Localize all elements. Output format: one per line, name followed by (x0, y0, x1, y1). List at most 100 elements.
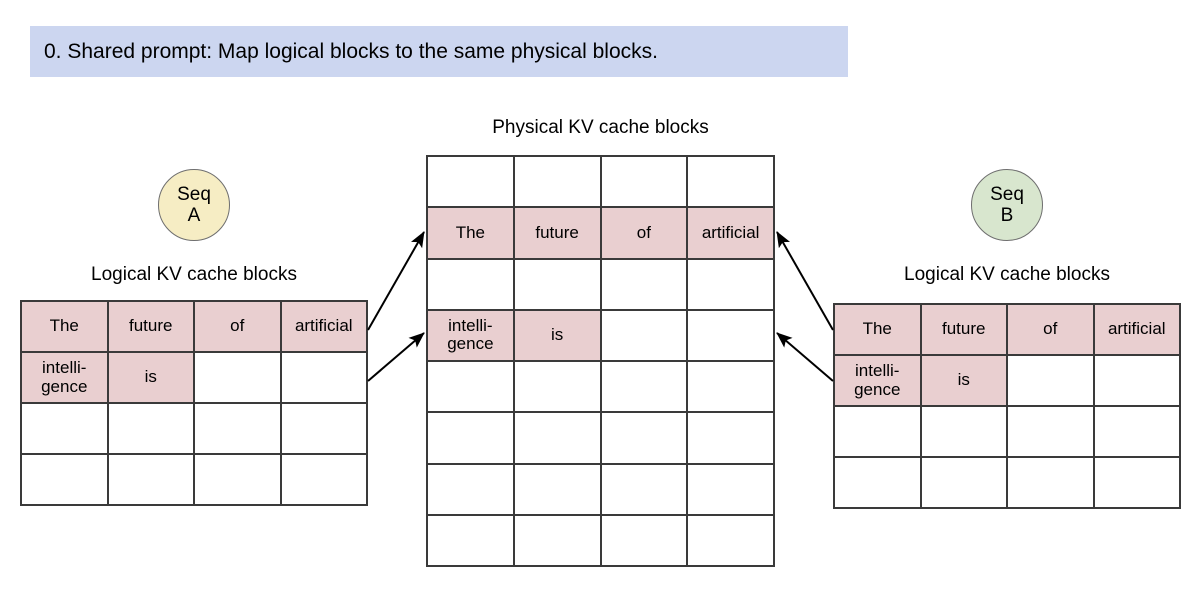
kv-block-cell: intelli- gence (835, 356, 922, 407)
kv-block-cell (22, 455, 109, 506)
kv-block-cell (1008, 407, 1095, 458)
kv-block-cell (601, 515, 689, 567)
kv-block-token: is (550, 325, 564, 345)
kv-block-cell (601, 413, 689, 465)
step-banner-text: 0. Shared prompt: Map logical blocks to … (44, 39, 658, 63)
seq-a-row1-to-physical-row2 (367, 231, 425, 331)
kv-block-cell (1094, 356, 1181, 407)
sequence-badge-a-line2: A (187, 205, 201, 226)
kv-block-cell (428, 259, 515, 311)
sequence-badge-a: Seq A (158, 169, 230, 241)
kv-block-cell (921, 458, 1008, 509)
kv-block-cell (195, 353, 282, 404)
kv-block-token: The (49, 316, 79, 336)
kv-block-token: of (230, 316, 245, 336)
kv-block-cell (688, 259, 775, 311)
kv-block-cell: is (108, 353, 195, 404)
kv-block-cell: is (514, 310, 602, 362)
kv-block-cell (195, 404, 282, 455)
kv-block-cell (281, 404, 368, 455)
kv-block-cell (195, 455, 282, 506)
kv-block-token: is (957, 370, 970, 390)
kv-block-token: future (535, 222, 579, 242)
kv-block-cell: The (22, 302, 109, 353)
kv-block-cell (514, 259, 602, 311)
logical-kv-grid-seq-b: The future of artificial intelli- gence is (833, 303, 1181, 509)
kv-block-token: future (942, 319, 986, 339)
kv-block-cell: of (601, 208, 689, 260)
kv-block-token: The (455, 222, 486, 242)
kv-block-token: intelli- gence (447, 316, 494, 354)
kv-block-cell: future (921, 305, 1008, 356)
kv-block-cell: future (514, 208, 602, 260)
kv-block-cell (108, 404, 195, 455)
kv-block-cell: The (428, 208, 515, 260)
kv-block-cell (514, 362, 602, 414)
kv-block-token: future (129, 316, 173, 336)
kv-block-cell (601, 310, 689, 362)
kv-block-token: of (1043, 319, 1058, 339)
kv-block-token: artificial (701, 222, 760, 242)
kv-block-cell: of (195, 302, 282, 353)
kv-block-token: is (144, 367, 157, 387)
kv-block-token: artificial (294, 316, 353, 336)
kv-block-cell (601, 259, 689, 311)
kv-block-cell (688, 362, 775, 414)
kv-block-token: intelli- gence (41, 358, 88, 396)
kv-block-cell: The (835, 305, 922, 356)
kv-block-cell (428, 464, 515, 516)
sequence-badge-b-line1: Seq (990, 183, 1024, 205)
sequence-badge-b: Seq B (971, 169, 1043, 241)
kv-block-cell (601, 362, 689, 414)
seq-a-row2-to-physical-row4 (367, 332, 425, 382)
seq-b-row2-to-physical-row4 (776, 332, 834, 382)
kv-block-token: artificial (1107, 319, 1166, 339)
kv-block-cell (22, 404, 109, 455)
kv-block-cell (281, 455, 368, 506)
kv-block-cell (514, 464, 602, 516)
sequence-badge-b-line2: B (1000, 205, 1014, 226)
kv-block-cell: intelli- gence (428, 310, 515, 362)
kv-block-cell (601, 464, 689, 516)
kv-block-cell (1008, 356, 1095, 407)
kv-block-cell (688, 515, 775, 567)
kv-block-cell (514, 157, 602, 209)
kv-block-cell (1094, 407, 1181, 458)
kv-block-token: intelli- gence (854, 361, 901, 399)
kv-block-cell (428, 413, 515, 465)
kv-block-cell (688, 157, 775, 209)
kv-block-cell (688, 413, 775, 465)
kv-block-cell (688, 310, 775, 362)
kv-block-cell: of (1008, 305, 1095, 356)
kv-block-cell (921, 407, 1008, 458)
kv-block-cell: is (921, 356, 1008, 407)
kv-block-cell: artificial (688, 208, 775, 260)
kv-block-cell (835, 458, 922, 509)
kv-block-cell (835, 407, 922, 458)
kv-block-cell: future (108, 302, 195, 353)
seq-b-row1-to-physical-row2 (776, 231, 834, 331)
sequence-badge-a-line1: Seq (177, 183, 211, 205)
kv-block-cell (108, 455, 195, 506)
physical-kv-grid: The future of artificial intelli- gence is (426, 155, 775, 567)
kv-block-cell: intelli- gence (22, 353, 109, 404)
kv-block-token: The (862, 319, 892, 339)
kv-block-cell (1008, 458, 1095, 509)
physical-blocks-caption: Physical KV cache blocks (492, 117, 709, 138)
kv-block-cell (281, 353, 368, 404)
kv-block-cell (514, 413, 602, 465)
kv-block-cell (428, 362, 515, 414)
kv-block-cell (428, 515, 515, 567)
logical-blocks-caption-right: Logical KV cache blocks (904, 264, 1110, 285)
kv-block-cell: artificial (1094, 305, 1181, 356)
kv-block-cell (1094, 458, 1181, 509)
kv-block-cell (601, 157, 689, 209)
kv-block-cell: artificial (281, 302, 368, 353)
kv-block-cell (428, 157, 515, 209)
kv-block-token: of (636, 222, 651, 242)
logical-kv-grid-seq-a: The future of artificial intelli- gence is (20, 300, 368, 506)
kv-block-cell (514, 515, 602, 567)
logical-blocks-caption-left: Logical KV cache blocks (91, 264, 297, 285)
kv-block-cell (688, 464, 775, 516)
